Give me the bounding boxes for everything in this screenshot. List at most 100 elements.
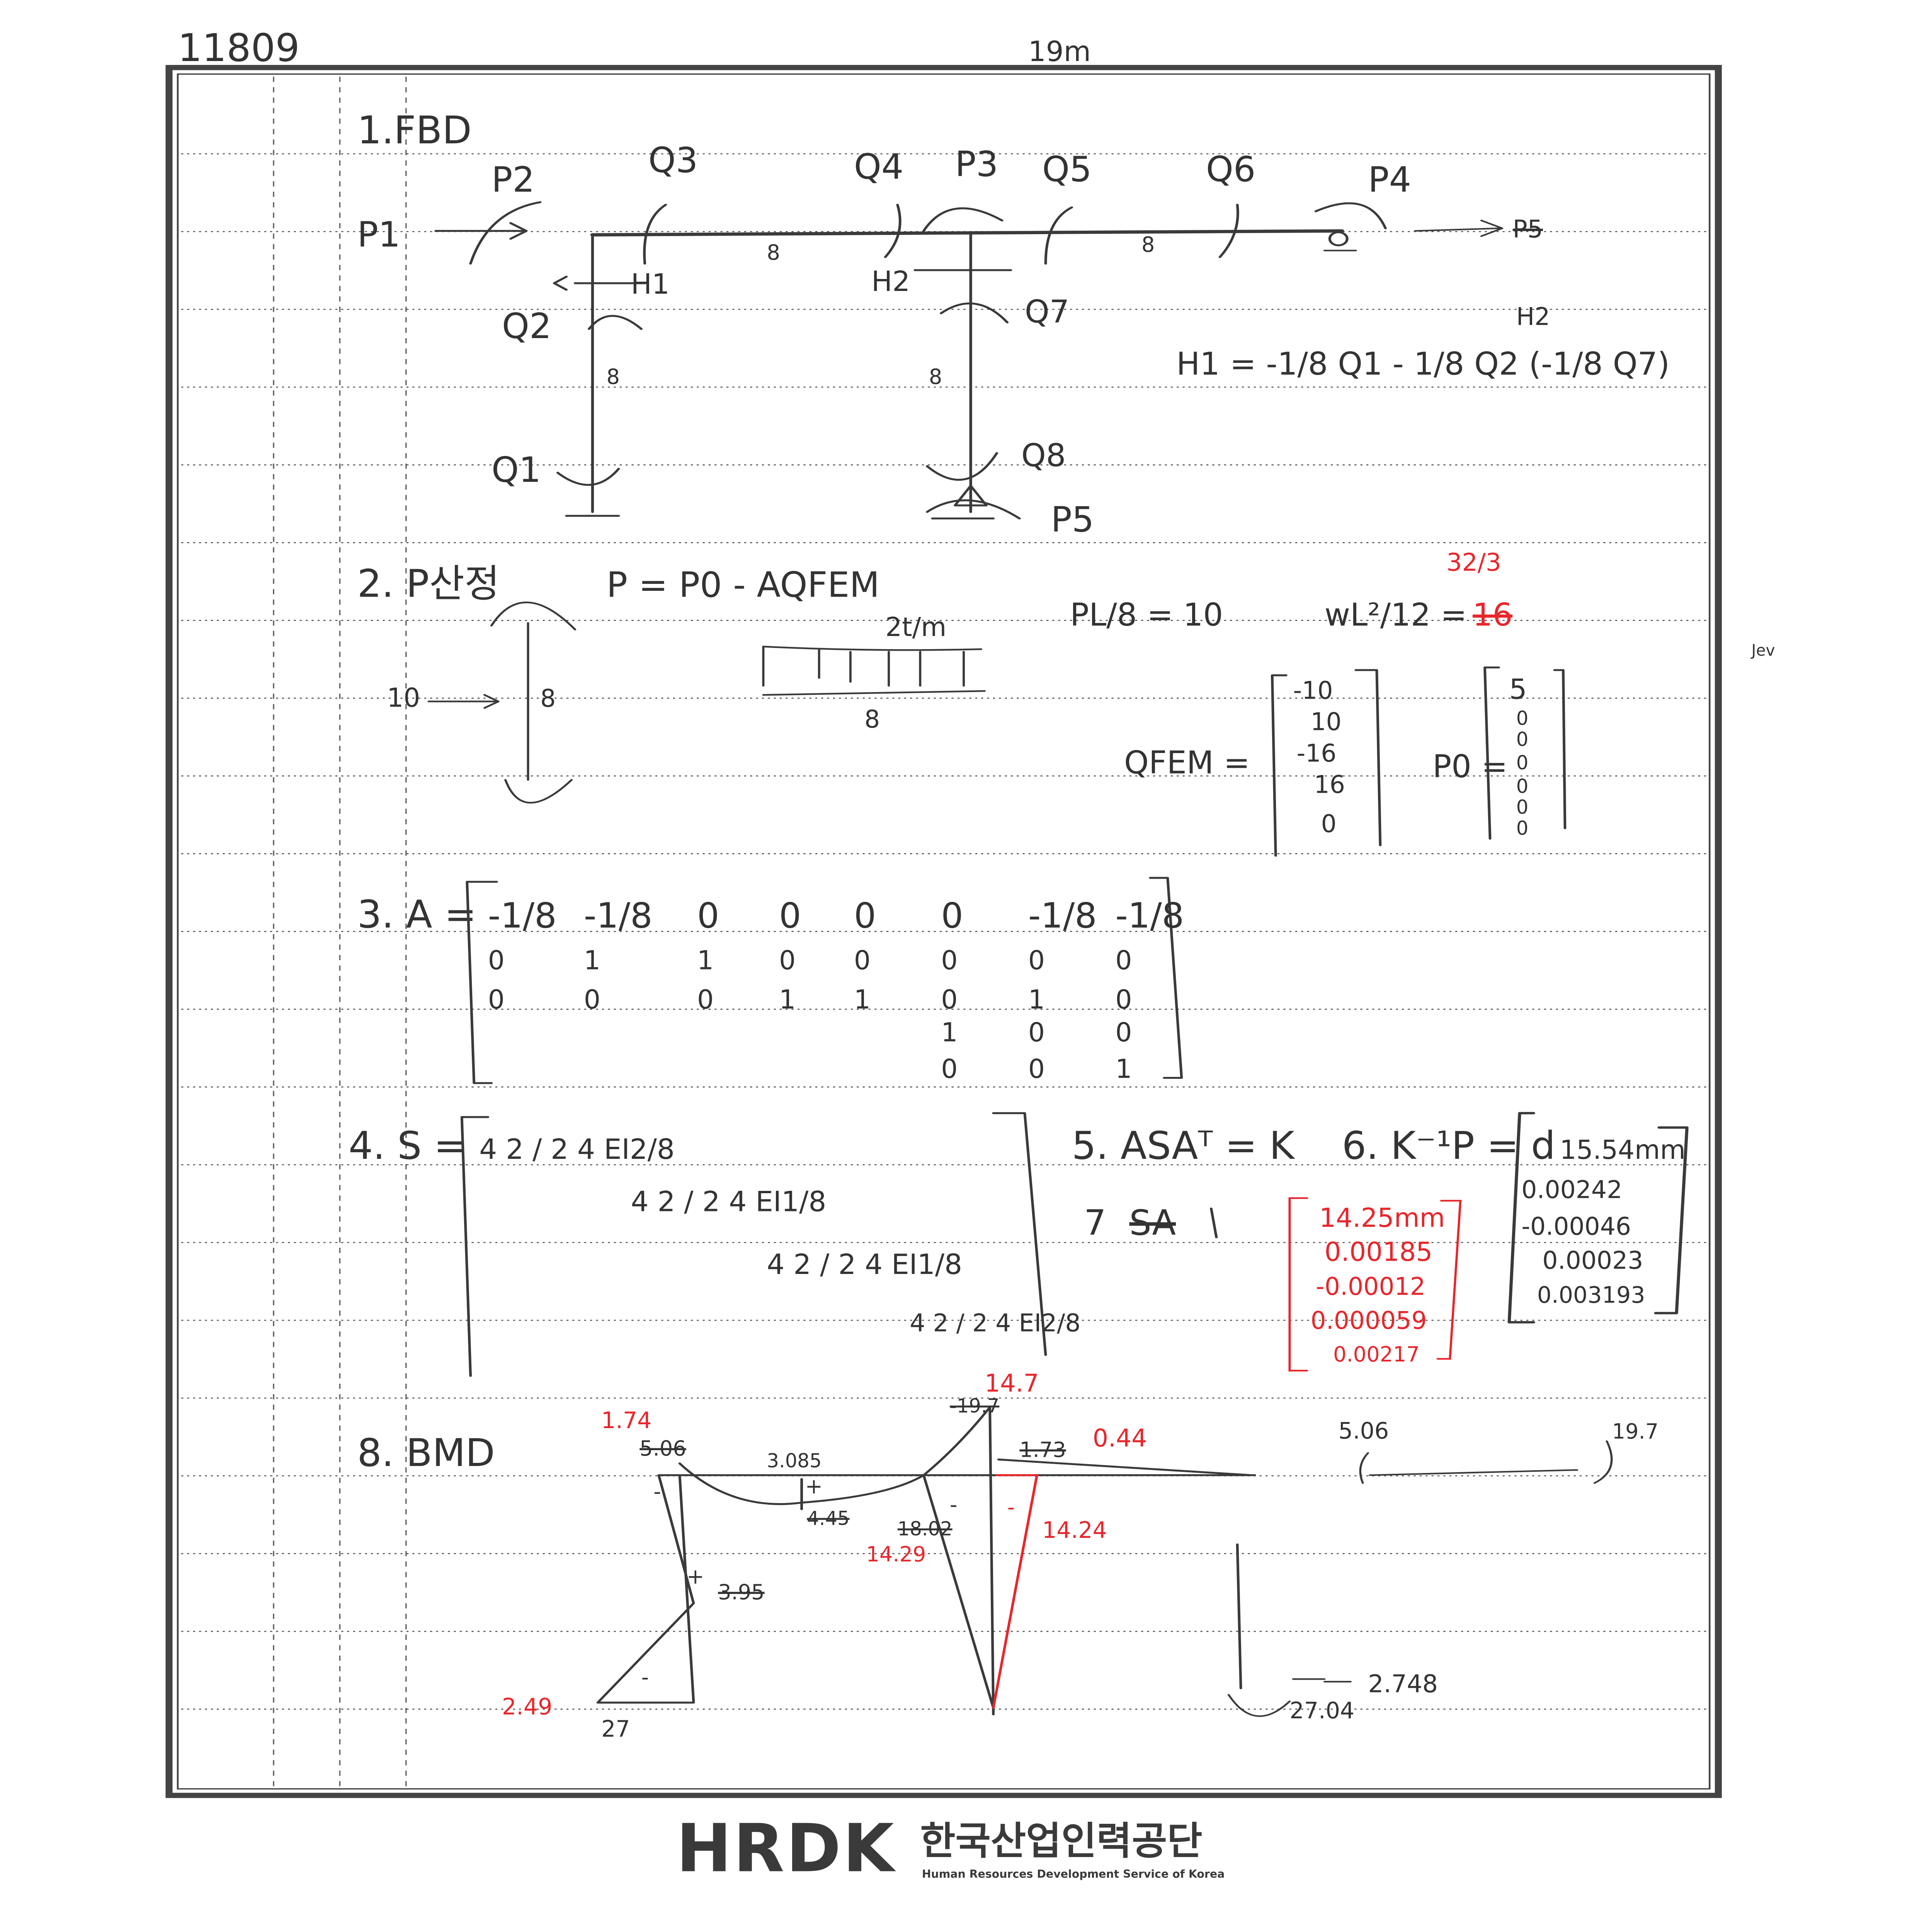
svg-text:10: 10 [1311,707,1342,736]
svg-text:P3: P3 [955,144,998,185]
svg-text:PL/8 = 10: PL/8 = 10 [1070,597,1223,633]
matrix-a-cell: 0 [488,945,505,976]
svg-text:32/3: 32/3 [1446,548,1501,577]
svg-text:HRDK: HRDK [676,1810,896,1887]
svg-text:1.74: 1.74 [601,1407,652,1434]
svg-text:0.000059: 0.000059 [1311,1306,1427,1335]
svg-text:8. BMD: 8. BMD [357,1431,495,1475]
svg-text:-: - [653,1480,661,1504]
matrix-a-cell: 0 [854,895,876,936]
svg-text:Q3: Q3 [648,140,698,180]
svg-text:0.003193: 0.003193 [1537,1282,1645,1308]
svg-text:3.085: 3.085 [767,1449,822,1472]
svg-text:1.73: 1.73 [1019,1437,1066,1462]
matrix-a-cell: 0 [1028,945,1045,976]
svg-text:4 2 / 2 4 EI1/8: 4 2 / 2 4 EI1/8 [631,1186,827,1218]
matrix-a-cell: 1 [1028,984,1045,1015]
svg-text:16: 16 [1473,597,1512,633]
svg-text:H1: H1 [631,268,670,301]
svg-text:Q7: Q7 [1025,294,1070,330]
svg-text:0: 0 [1516,775,1529,798]
svg-text:5.06: 5.06 [640,1436,686,1461]
svg-text:0: 0 [1516,752,1529,774]
matrix-a-cell: 0 [941,1053,958,1084]
svg-text:Q8: Q8 [1021,437,1066,474]
sections-5-6-7: 5. ASAᵀ = K 6. K⁻¹P = d 15.54mm 0.00242 … [1072,641,1775,1372]
svg-text:3.95: 3.95 [718,1580,764,1604]
svg-text:27: 27 [601,1716,630,1742]
matrix-a-cell: 0 [1115,1017,1132,1048]
page-frame [165,65,1722,1798]
section-4-matrix-s: 4. S = 4 2 / 2 4 EI2/8 4 2 / 2 4 EI1/8 4… [349,1112,1081,1377]
svg-text:27.04: 27.04 [1289,1697,1354,1724]
matrix-a-cell: 0 [697,895,719,936]
svg-text:P0 =: P0 = [1432,749,1507,785]
svg-text:wL²/12 =: wL²/12 = [1325,597,1467,633]
section-1-fbd: 1.FBD P1 P2 Q3 Q4 P3 Q5 Q6 P4 P5 H1 H2 Q… [357,108,1670,540]
svg-text:Jev: Jev [1750,641,1775,660]
matrix-a-cell: 0 [1115,945,1132,976]
matrix-a-cell: 0 [697,984,714,1015]
svg-text:한국산업인력공단: 한국산업인력공단 [920,1819,1202,1864]
svg-text:H2: H2 [1516,302,1550,331]
matrix-a-cell: 1 [584,945,600,976]
svg-text:8: 8 [606,364,619,389]
svg-text:0.00185: 0.00185 [1325,1236,1433,1267]
matrix-a-cell: -1/8 [1115,895,1184,936]
svg-text:Q6: Q6 [1206,149,1255,190]
svg-text:10: 10 [387,682,420,713]
svg-text:5.06: 5.06 [1339,1418,1389,1444]
svg-text:2t/m: 2t/m [885,612,946,642]
matrix-a-cell: 1 [697,945,714,976]
svg-text:3. A =: 3. A = [357,892,477,937]
svg-text:0: 0 [1516,707,1529,730]
svg-text:6. K⁻¹P = d: 6. K⁻¹P = d [1342,1124,1555,1168]
svg-text:P5: P5 [1513,215,1543,243]
matrix-a-cell: 0 [779,945,796,976]
sheet-id: 11809 [178,26,300,70]
matrix-a-cell: 0 [941,945,958,976]
matrix-a-cell: 0 [941,984,958,1015]
matrix-a-cell: -1/8 [1028,895,1097,936]
matrix-a-cell: 1 [1115,1053,1132,1084]
svg-text:-19.7: -19.7 [950,1395,999,1417]
svg-text:0.00242: 0.00242 [1521,1175,1622,1204]
svg-text:2. P산정: 2. P산정 [357,562,500,606]
svg-text:+: + [687,1565,704,1589]
svg-text:P2: P2 [492,160,535,200]
matrix-a-cell: 0 [488,984,505,1015]
svg-text:4 2 / 2 4 EI2/8: 4 2 / 2 4 EI2/8 [479,1133,675,1166]
svg-text:0.00023: 0.00023 [1542,1246,1643,1274]
svg-text:4.45: 4.45 [807,1507,849,1529]
matrix-a-cell: 0 [941,895,963,936]
svg-text:16: 16 [1314,770,1345,799]
svg-text:4 2 / 2 4 EI1/8: 4 2 / 2 4 EI1/8 [767,1248,962,1281]
svg-text:Q2: Q2 [502,306,551,347]
svg-text:-: - [950,1492,958,1517]
svg-text:-16: -16 [1296,739,1336,767]
section-8-bmd: 8. BMD 1.74 5.06 3.085 4.45 18.02 14.29 … [357,1369,1659,1742]
svg-text:0.00217: 0.00217 [1333,1342,1420,1366]
matrix-a-cell: 0 [1115,984,1132,1015]
svg-text:Q4: Q4 [854,146,903,187]
svg-text:-: - [641,1665,649,1689]
matrix-a-cell: 0 [584,984,600,1015]
svg-text:P4: P4 [1368,160,1411,200]
svg-text:Human Resources Development Se: Human Resources Development Service of K… [922,1868,1225,1881]
svg-text:SA: SA [1129,1202,1176,1243]
svg-text:0: 0 [1516,817,1529,839]
svg-text:-10: -10 [1293,676,1333,705]
svg-text:8: 8 [929,364,942,389]
svg-text:0: 0 [1516,796,1529,818]
svg-text:8: 8 [767,240,780,265]
svg-text:H2: H2 [871,265,910,298]
svg-text:Q5: Q5 [1042,149,1092,190]
svg-text:4. S =: 4. S = [349,1124,466,1168]
svg-text:2.748: 2.748 [1368,1669,1438,1698]
matrix-a-cell: 0 [1028,1017,1045,1048]
svg-text:8: 8 [864,705,880,733]
matrix-a-cell: 1 [854,984,871,1015]
svg-text:0: 0 [1516,728,1529,750]
svg-text:15.54mm: 15.54mm [1560,1134,1685,1165]
matrix-a-cell: 0 [1028,1053,1045,1084]
